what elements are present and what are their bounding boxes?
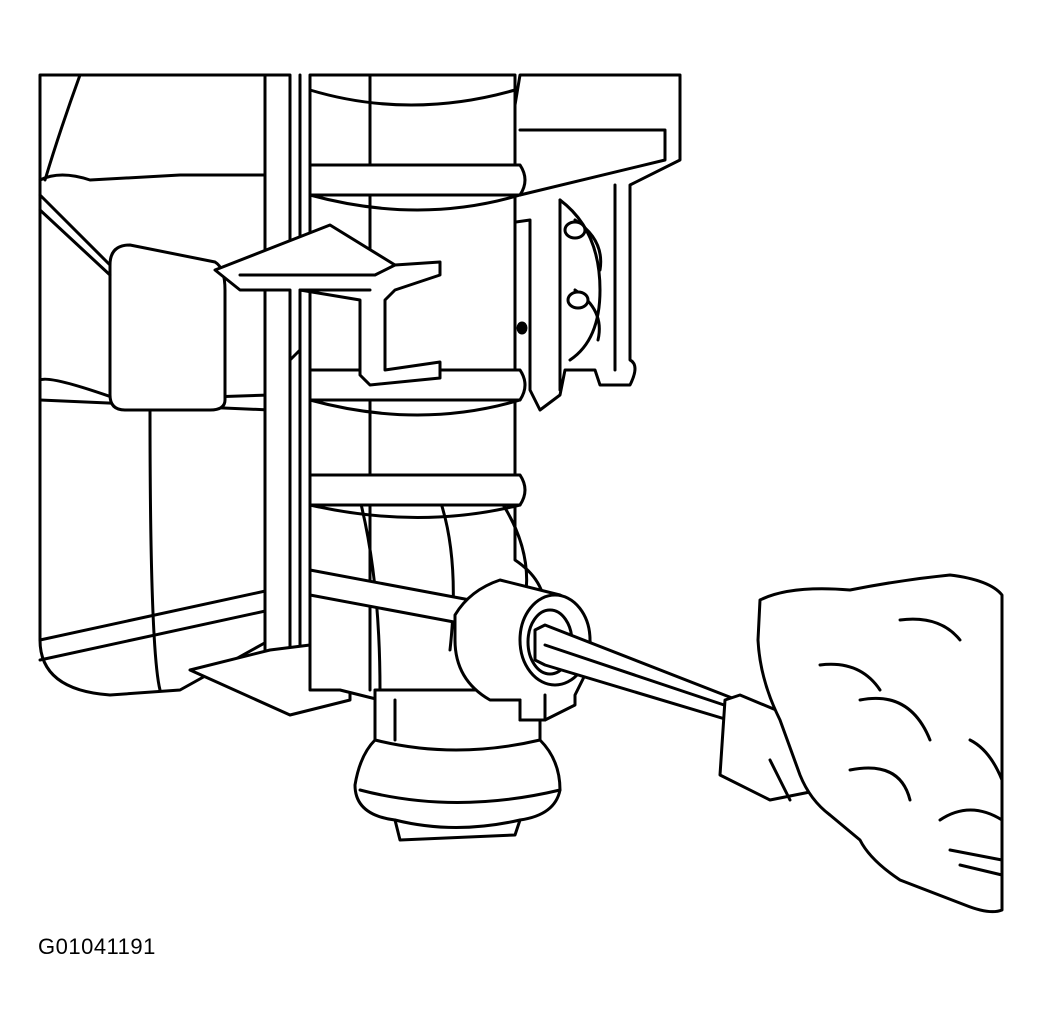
gloved-hand	[756, 573, 1004, 914]
left-housing	[38, 73, 272, 697]
figure-id-label: G01041191	[38, 934, 156, 959]
upper-spring-clip	[213, 223, 442, 387]
bottom-fitting	[353, 688, 562, 842]
right-bracket	[493, 73, 682, 412]
